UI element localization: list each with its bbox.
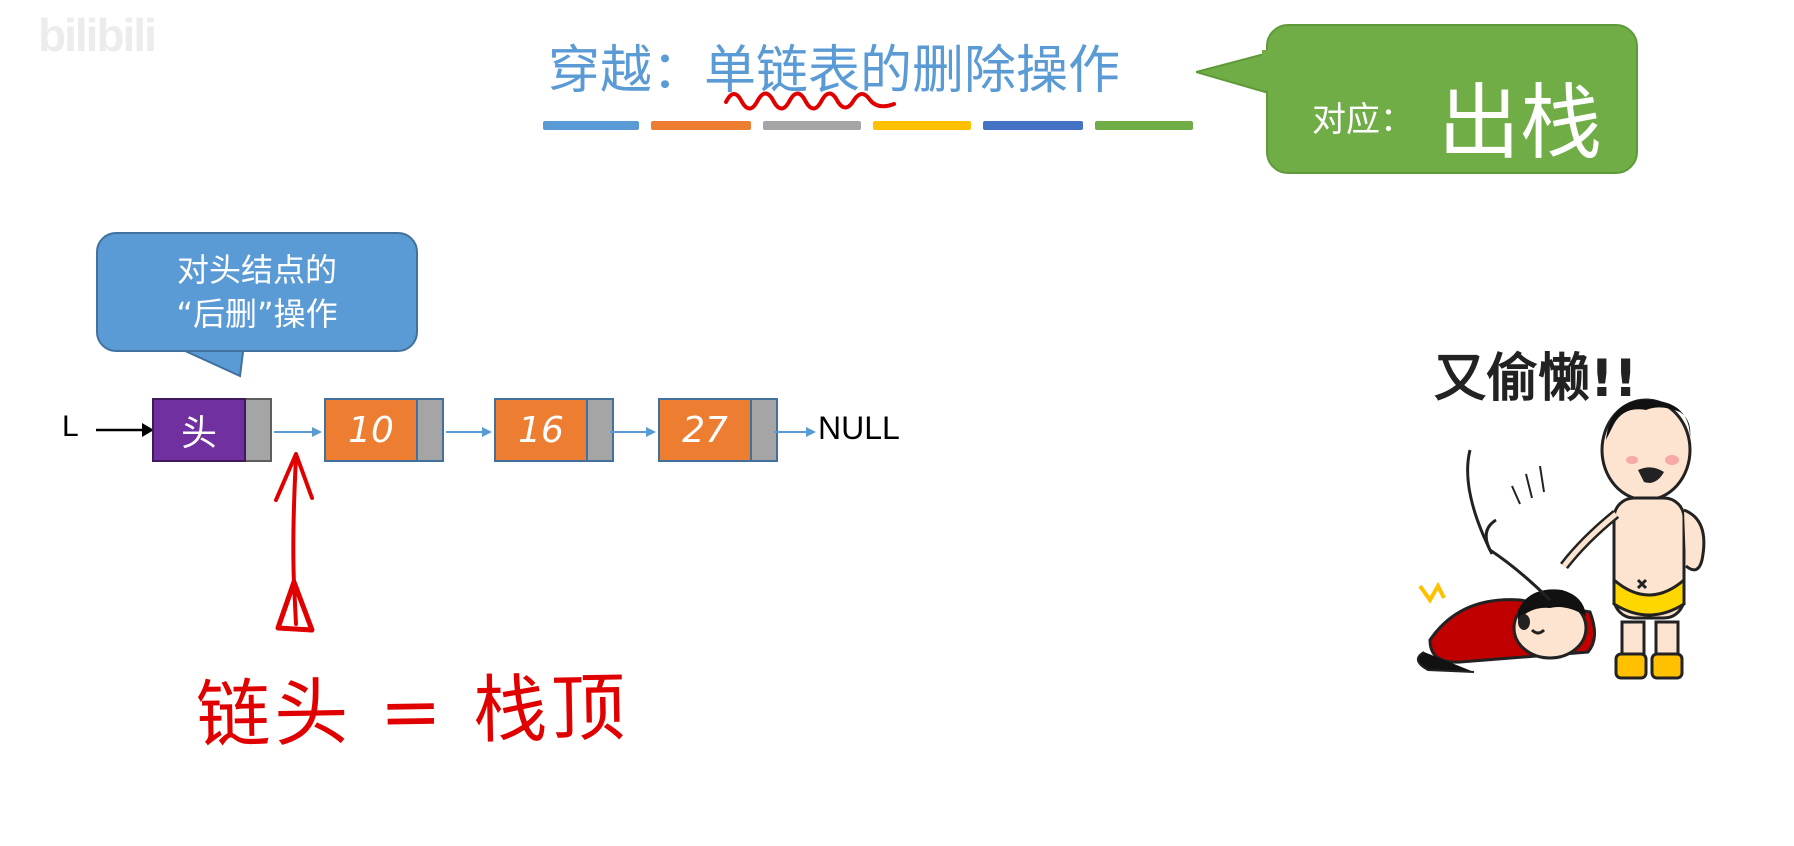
- link-arrow-2: [446, 427, 492, 437]
- bilibili-watermark: bilibili: [38, 9, 157, 61]
- link-arrow-3: [610, 427, 656, 437]
- head-node: 头: [152, 398, 272, 462]
- blue-callout-text: 对头结点的 “后删”操作: [176, 251, 338, 333]
- callout-prefix: 对应：: [1312, 100, 1414, 140]
- color-bar-5: [983, 121, 1083, 130]
- color-bar-4: [873, 121, 971, 130]
- color-bar-3: [763, 121, 861, 130]
- list-node-value: 16: [494, 398, 588, 462]
- slide-title: 穿越：单链表的删除操作: [548, 28, 1120, 103]
- list-node-pointer: [418, 398, 444, 462]
- pointer-arrow: [96, 423, 154, 437]
- cartoon-illustration: [1417, 398, 1706, 680]
- green-callout: [1266, 24, 1638, 174]
- head-node-data: 头: [152, 398, 246, 462]
- callout-main-text: 出栈: [1438, 76, 1603, 171]
- cartoon-caption: 又偷懒!!: [1434, 349, 1638, 409]
- link-arrow-1: [274, 427, 322, 437]
- list-node: 10: [324, 398, 444, 462]
- title-prefix: 穿越：: [548, 41, 705, 101]
- list-node-value: 27: [658, 398, 752, 462]
- title-main: 单链表的删除操作: [704, 41, 1121, 101]
- list-node-value: 10: [324, 398, 418, 462]
- blue-callout: [96, 232, 418, 352]
- list-pointer-label: L: [62, 410, 79, 443]
- list-node-pointer: [752, 398, 778, 462]
- wavy-underline: [724, 91, 896, 111]
- list-node: 16: [494, 398, 614, 462]
- link-arrow-4: [774, 427, 816, 437]
- null-label: NULL: [818, 410, 900, 446]
- annotation-text: 链头 = 栈顶: [195, 665, 630, 759]
- head-node-pointer: [246, 398, 272, 462]
- color-bar-2: [651, 121, 751, 130]
- color-bars: [543, 121, 1205, 130]
- list-node: 27: [658, 398, 778, 462]
- color-bar-1: [543, 121, 639, 130]
- list-node-pointer: [588, 398, 614, 462]
- hand-arrow: [274, 452, 315, 633]
- color-bar-6: [1095, 121, 1193, 130]
